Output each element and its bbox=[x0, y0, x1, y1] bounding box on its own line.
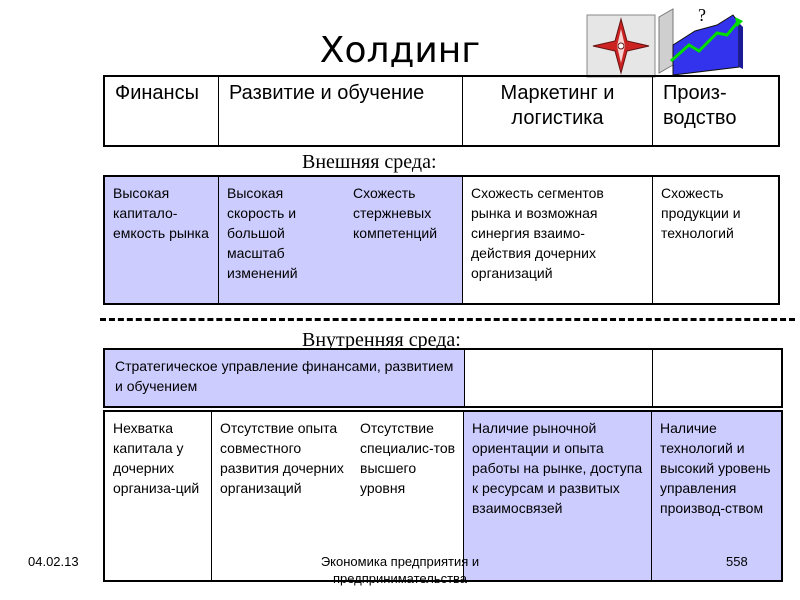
footer-subject: Экономика предприятия и предпринимательс… bbox=[320, 554, 480, 586]
internal-row: Нехватка капитала у дочерних организа-ци… bbox=[103, 410, 783, 582]
internal-label: Внутренняя среда: bbox=[302, 329, 461, 351]
external-cell-market: Схожесть сегментов рынка и возможная син… bbox=[463, 177, 653, 303]
header-development: Развитие и обучение bbox=[219, 77, 463, 145]
divider-dashed bbox=[100, 318, 795, 321]
internal-cell-experience: Отсутствие опыта совместного развития до… bbox=[212, 412, 464, 580]
growth-chart-icon bbox=[658, 8, 743, 76]
external-cell-speed: Высокая скорость и большой масштаб измен… bbox=[227, 185, 298, 281]
header-finance: Финансы bbox=[105, 77, 219, 145]
compass-rose-icon bbox=[586, 14, 656, 78]
external-cell-capital: Высокая капитало-емкость рынка bbox=[105, 177, 219, 303]
external-cell-products: Схожесть продукции и технологий bbox=[661, 185, 741, 241]
footer-date: 04.02.13 bbox=[28, 554, 79, 569]
clipart-group: ? bbox=[585, 5, 745, 80]
header-row: Финансы Развитие и обучение Маркетинг и … bbox=[103, 75, 780, 147]
external-cell-development: Высокая скорость и большой масштаб измен… bbox=[219, 177, 463, 303]
internal-cell-specialists: Отсутствие специалис-тов высшего уровня bbox=[360, 420, 456, 496]
header-marketing: Маркетинг и логистика bbox=[463, 77, 653, 145]
external-cell-competencies: Схожесть стержневых компетенций bbox=[353, 185, 438, 241]
internal-cell-market: Наличие рыночной ориентации и опыта рабо… bbox=[464, 412, 652, 580]
internal-cell-technology: Наличие технологий и высокий уровень упр… bbox=[652, 412, 781, 580]
strategic-cell-empty-2 bbox=[653, 350, 781, 406]
header-production: Произ-водство bbox=[663, 82, 737, 129]
external-row: Высокая капитало-емкость рынка Высокая с… bbox=[103, 175, 780, 305]
internal-cell-joint: Отсутствие опыта совместного развития до… bbox=[220, 420, 344, 496]
slide-title: Холдинг bbox=[319, 30, 481, 71]
internal-cell-capital: Нехватка капитала у дочерних организа-ци… bbox=[105, 412, 212, 580]
strategic-cell-empty-1 bbox=[465, 350, 653, 406]
strategic-row: Стратегическое управление финансами, раз… bbox=[103, 348, 783, 408]
question-mark: ? bbox=[698, 5, 706, 25]
footer-page-number: 558 bbox=[726, 554, 748, 569]
strategic-cell: Стратегическое управление финансами, раз… bbox=[105, 350, 465, 406]
external-label: Внешняя среда: bbox=[302, 151, 437, 173]
